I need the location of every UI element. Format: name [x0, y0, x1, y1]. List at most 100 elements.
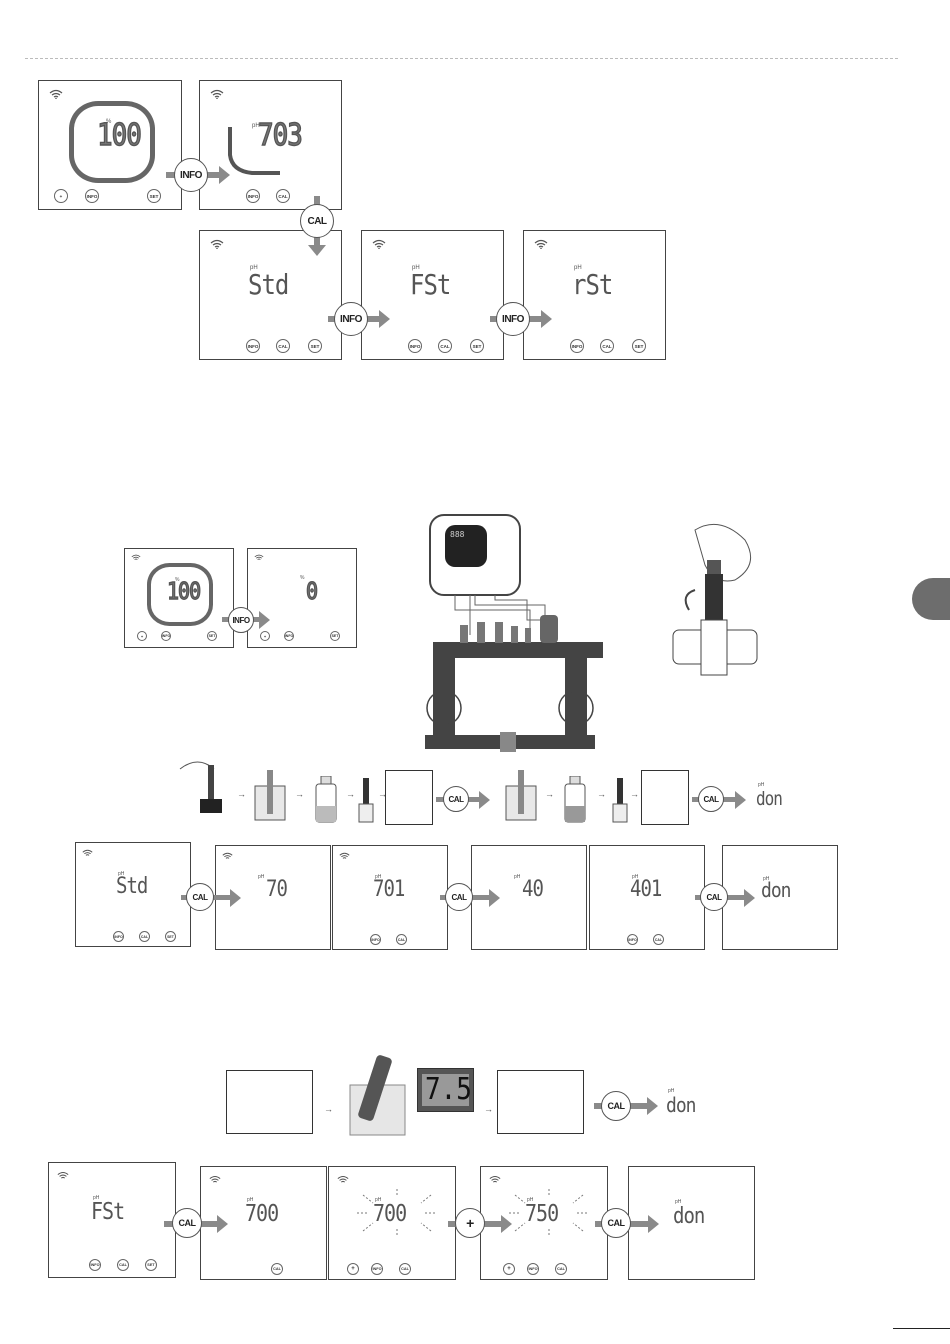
display-value: FSt	[410, 268, 451, 302]
display-value: Std	[116, 873, 148, 899]
unit-label: %	[106, 119, 112, 125]
plus-button[interactable]: +	[54, 189, 68, 203]
unit-label: pH	[763, 876, 770, 882]
screen-done: pH don	[722, 845, 838, 950]
info-step-button[interactable]: INFO	[496, 302, 530, 336]
probe-cup-icon	[358, 778, 374, 823]
cal-button[interactable]: CAL	[653, 934, 664, 945]
blink-rays-icon	[357, 1189, 437, 1237]
info-button[interactable]: INFO	[161, 631, 171, 641]
unit-label: pH	[668, 1088, 675, 1094]
cal-step-button[interactable]: CAL	[601, 1208, 631, 1238]
set-button[interactable]: SET	[632, 339, 646, 353]
cal-step-button[interactable]: CAL	[698, 786, 724, 812]
flow-arrow: →	[378, 789, 387, 799]
info-step-button[interactable]: INFO	[334, 302, 368, 336]
info-button[interactable]: INFO	[371, 1263, 383, 1275]
display-value: don	[673, 1203, 705, 1229]
cal-step-button[interactable]: CAL	[700, 883, 728, 911]
plus-button[interactable]: +	[347, 1263, 359, 1275]
info-step-button[interactable]: INFO	[228, 607, 254, 633]
plus-button[interactable]: +	[137, 631, 147, 641]
info-button[interactable]: INFO	[570, 339, 584, 353]
cal-step-button[interactable]: CAL	[172, 1208, 202, 1238]
set-button[interactable]: SET	[470, 339, 484, 353]
probe-install-illustration	[672, 523, 758, 676]
plus-button[interactable]: +	[503, 1263, 515, 1275]
display-value: 750	[525, 1199, 559, 1227]
screen-fst: pH FSt INFO CAL SET	[48, 1162, 176, 1278]
cal-button[interactable]: CAL	[600, 339, 614, 353]
info-button[interactable]: INFO	[85, 189, 99, 203]
unit-label: pH	[675, 1199, 682, 1205]
display-value: 100	[96, 118, 142, 154]
wifi-icon	[57, 1171, 69, 1179]
info-button[interactable]: INFO	[246, 339, 260, 353]
unit-label: pH	[574, 265, 582, 271]
blank-screen-box	[226, 1070, 313, 1134]
info-button[interactable]: INFO	[89, 1259, 101, 1271]
info-button[interactable]: INFO	[113, 931, 124, 942]
screen-ph701: pH 701 INFO CAL	[332, 845, 448, 950]
set-button[interactable]: SET	[145, 1259, 157, 1271]
cal-button[interactable]: CAL	[276, 189, 290, 203]
wifi-icon	[209, 1175, 221, 1183]
flow-arrow: →	[324, 1104, 333, 1114]
cal-button[interactable]: CAL	[276, 339, 290, 353]
unit-label: pH	[527, 1197, 534, 1203]
info-button[interactable]: INFO	[246, 189, 260, 203]
cal-step-button[interactable]: CAL	[445, 883, 473, 911]
display-value: 100	[166, 577, 201, 606]
set-button[interactable]: SET	[308, 339, 322, 353]
info-step-button[interactable]: INFO	[174, 158, 208, 192]
installation-diagram	[425, 514, 603, 752]
cal-button[interactable]: CAL	[396, 934, 407, 945]
unit-label: pH	[93, 1195, 100, 1201]
flow-arrow: →	[484, 1104, 493, 1114]
cal-step-button[interactable]: CAL	[186, 883, 214, 911]
set-button[interactable]: SET	[330, 631, 340, 641]
meter-screen: 7.5	[417, 1068, 474, 1112]
unit-label: pH	[252, 123, 260, 129]
info-button[interactable]: INFO	[527, 1263, 539, 1275]
unit-label: pH	[758, 782, 765, 788]
beaker-probe-icon	[505, 770, 537, 821]
cal-step-button[interactable]: CAL	[300, 204, 334, 238]
unit-label: pH	[632, 874, 639, 880]
screen-ph700-blinking: pH 700 + INFO CAL	[328, 1166, 456, 1280]
wifi-icon	[254, 554, 264, 560]
wifi-icon	[339, 852, 350, 859]
wifi-icon	[372, 239, 386, 249]
plus-button[interactable]: +	[260, 631, 270, 641]
display-value: 0	[305, 577, 318, 606]
cal-button[interactable]: CAL	[399, 1263, 411, 1275]
plus-step-button[interactable]: +	[455, 1208, 485, 1238]
cal-button[interactable]: CAL	[139, 931, 150, 942]
meter-reading: 7.5	[425, 1072, 472, 1108]
display-value: 701	[373, 876, 405, 902]
set-button[interactable]: SET	[207, 631, 217, 641]
flow-arrow: →	[630, 789, 639, 799]
screen-ph401: pH 401 INFO CAL	[589, 845, 705, 950]
info-button[interactable]: INFO	[408, 339, 422, 353]
wifi-icon	[210, 89, 224, 99]
cal-step-button[interactable]: CAL	[601, 1091, 631, 1121]
level-ring	[147, 563, 213, 626]
unit-label: pH	[250, 265, 258, 271]
blank-screen-box	[385, 770, 433, 825]
info-button[interactable]: INFO	[370, 934, 381, 945]
unit-label: pH	[412, 265, 420, 271]
cal-button[interactable]: CAL	[555, 1263, 567, 1275]
unit-label: pH	[118, 871, 125, 877]
info-button[interactable]: INFO	[627, 934, 638, 945]
flow-arrow: →	[597, 789, 606, 799]
info-button[interactable]: INFO	[284, 631, 294, 641]
cal-button[interactable]: CAL	[438, 339, 452, 353]
cal-button[interactable]: CAL	[271, 1263, 283, 1275]
set-button[interactable]: SET	[165, 931, 176, 942]
cal-step-button[interactable]: CAL	[443, 786, 469, 812]
result-value: don	[756, 787, 783, 810]
set-button[interactable]: SET	[147, 189, 161, 203]
beaker-probe-icon	[254, 770, 286, 821]
cal-button[interactable]: CAL	[117, 1259, 129, 1271]
